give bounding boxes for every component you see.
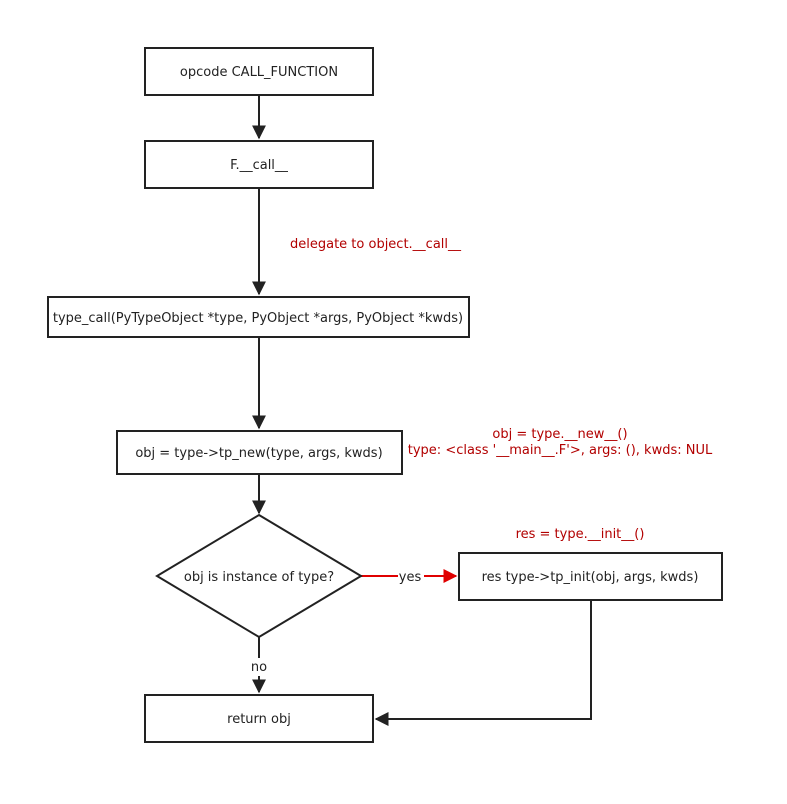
node-opcode-label: opcode CALL_FUNCTION [180,65,338,80]
edge-tpinit-to-return [374,601,592,726]
node-tp-new-label: obj = type->tp_new(type, args, kwds) [135,446,382,461]
node-type-call: type_call(PyTypeObject *type, PyObject *… [47,296,470,338]
node-decision: obj is instance of type? [155,513,363,639]
node-return-obj-label: return obj [227,712,291,727]
node-return-obj: return obj [144,694,374,743]
note-delegate: delegate to object.__call__ [290,237,462,252]
node-tp-init: res type->tp_init(obj, args, kwds) [458,552,723,601]
node-type-call-label: type_call(PyTypeObject *type, PyObject *… [53,311,463,326]
node-tp-new: obj = type->tp_new(type, args, kwds) [116,430,403,475]
yes-label-bg [398,567,424,585]
node-f-call: F.__call__ [144,140,374,189]
edge-label-yes: yes [399,570,422,585]
node-f-call-label: F.__call__ [230,158,288,173]
node-opcode: opcode CALL_FUNCTION [144,47,374,96]
note-new-line2: type: <class '__main__.F'>, args: (), kw… [408,443,713,458]
no-label-bg [248,658,270,676]
edge-label-no: no [251,660,267,675]
note-new-line1: obj = type.__new__() [492,427,627,442]
node-tp-init-label: res type->tp_init(obj, args, kwds) [482,570,699,585]
note-init: res = type.__init__() [516,527,645,542]
node-decision-label: obj is instance of type? [184,570,334,585]
